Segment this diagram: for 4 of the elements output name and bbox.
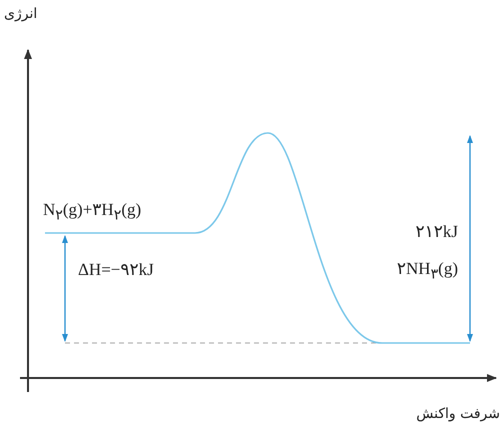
energy-value-label: ۲۱۲kJ bbox=[415, 222, 458, 242]
axis-label: انرژی bbox=[4, 5, 38, 24]
energy-value-label: ΔH=−۹۲kJ bbox=[78, 260, 154, 280]
axis-label: شرفت واکنش bbox=[416, 405, 500, 424]
